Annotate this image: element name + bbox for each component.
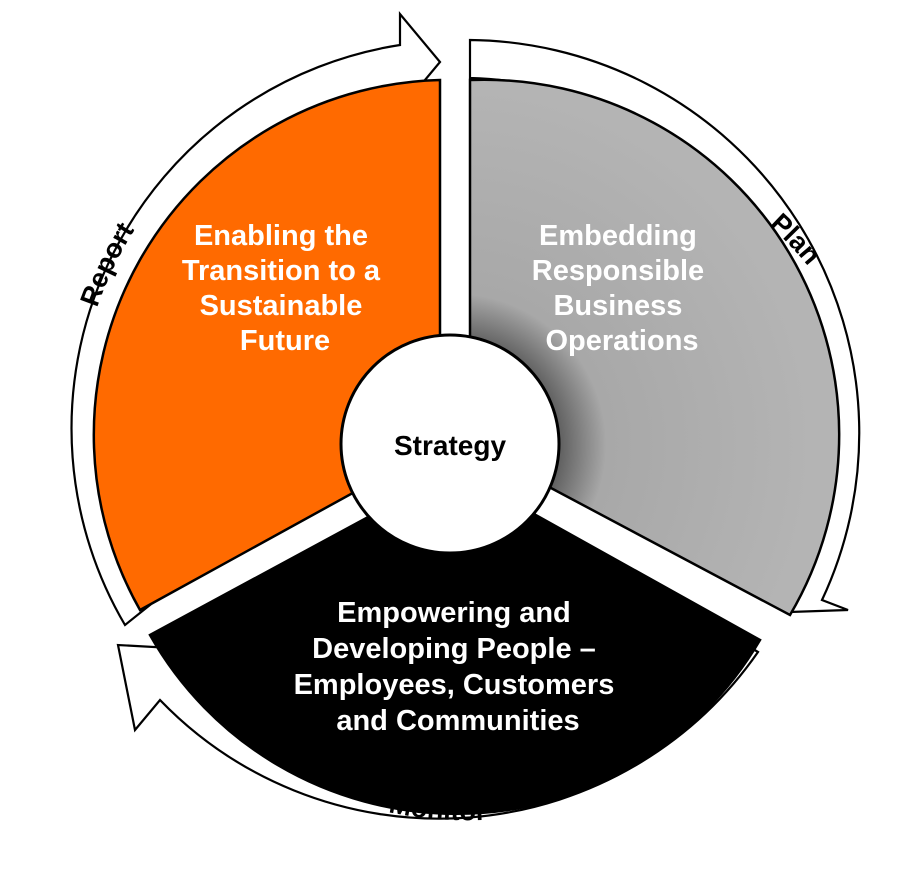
segment-label-empowering: Empowering and Developing People – Emplo… (294, 597, 623, 737)
segment-label-enabling: Enabling the Transition to a Sustainable… (182, 220, 388, 357)
center-circle (339, 333, 561, 555)
segment-label-embedding: Embedding Responsible Business Operation… (532, 220, 713, 357)
segment-empowering-people (148, 468, 762, 816)
center-label: Strategy (394, 430, 506, 461)
segment-embedding-operations (468, 78, 841, 617)
